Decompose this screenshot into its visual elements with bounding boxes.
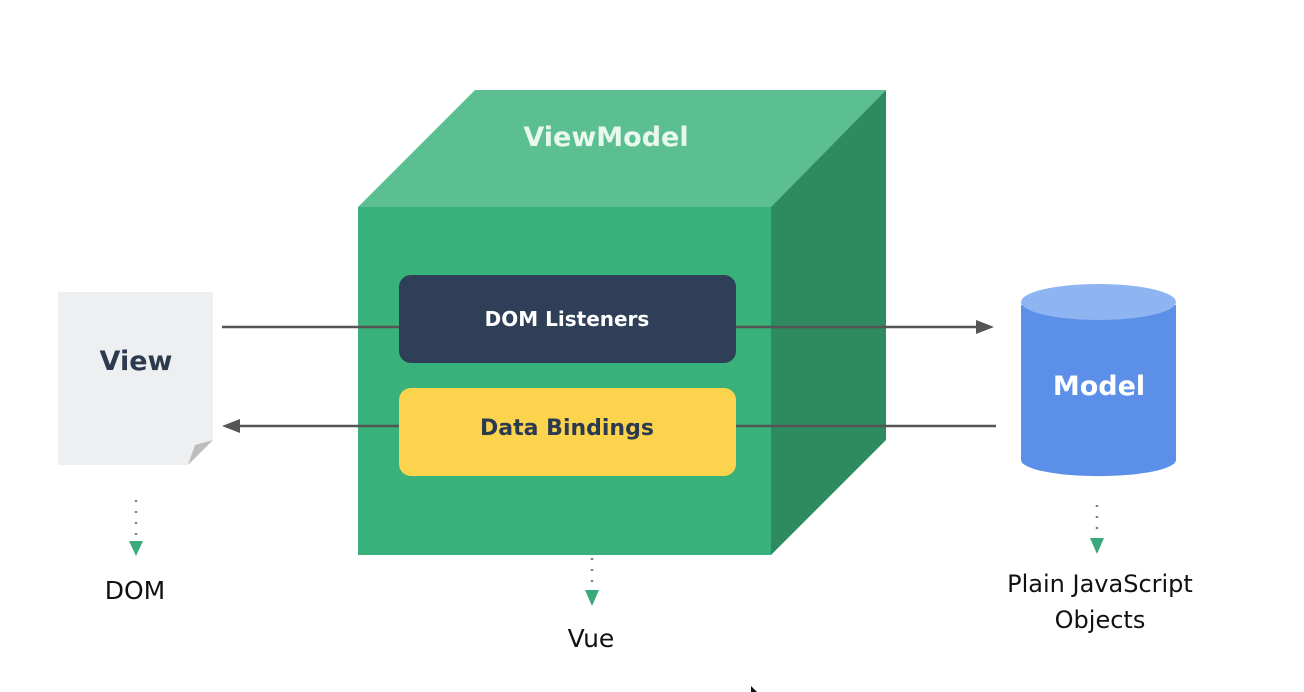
mouse-cursor-icon bbox=[751, 686, 757, 692]
plain-javascript-objects-caption: Plain JavaScript Objects bbox=[970, 566, 1230, 638]
cylinder-top bbox=[1021, 284, 1176, 320]
dom-listeners-box bbox=[399, 275, 736, 363]
page-fold-icon bbox=[188, 440, 213, 465]
cube-side-face bbox=[771, 90, 886, 555]
model-cylinder bbox=[1021, 284, 1176, 477]
viewmodel-label: ViewModel bbox=[523, 122, 689, 153]
view-label: View bbox=[99, 346, 173, 377]
caption-arrow-model bbox=[1090, 505, 1104, 554]
caption-line-1: Plain JavaScript bbox=[1007, 570, 1193, 598]
dom-listeners-label: DOM Listeners bbox=[484, 307, 650, 331]
caption-arrow-vue bbox=[585, 558, 599, 606]
vue-caption: Vue bbox=[567, 624, 615, 653]
data-bindings-label: Data Bindings bbox=[480, 416, 654, 441]
arrow-head-right-icon bbox=[976, 320, 994, 334]
view-document bbox=[58, 292, 213, 465]
arrow-down-icon bbox=[129, 541, 143, 556]
cube-front-face bbox=[358, 207, 771, 555]
arrow-down-icon bbox=[585, 590, 599, 606]
caption-arrow-dom bbox=[129, 500, 143, 556]
cube-top-face bbox=[358, 90, 886, 207]
caption-line-2: Objects bbox=[1054, 606, 1146, 634]
dom-caption: DOM bbox=[104, 576, 166, 605]
arrow-down-icon bbox=[1090, 538, 1104, 554]
arrow-head-left-icon bbox=[222, 419, 240, 433]
model-label: Model bbox=[1052, 371, 1146, 402]
data-bindings-box bbox=[399, 388, 736, 476]
viewmodel-cube bbox=[358, 90, 886, 555]
